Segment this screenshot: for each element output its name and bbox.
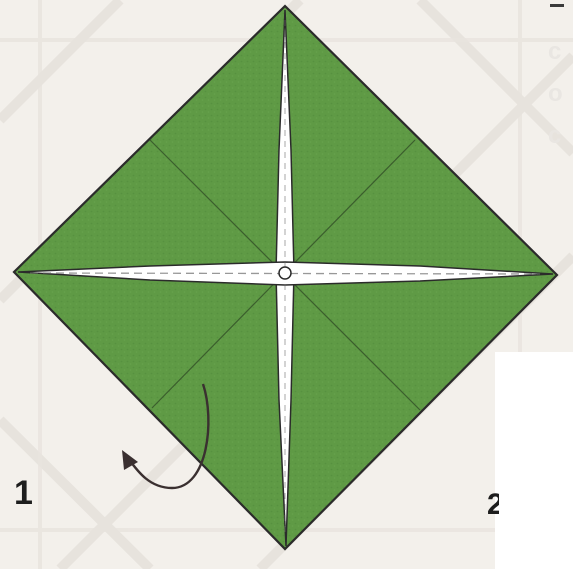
right-blank-panel <box>495 352 573 569</box>
step-number: 1 <box>14 476 33 510</box>
center-point <box>279 267 291 279</box>
corner-mark <box>550 4 564 7</box>
next-step-number: 2 <box>487 490 499 520</box>
